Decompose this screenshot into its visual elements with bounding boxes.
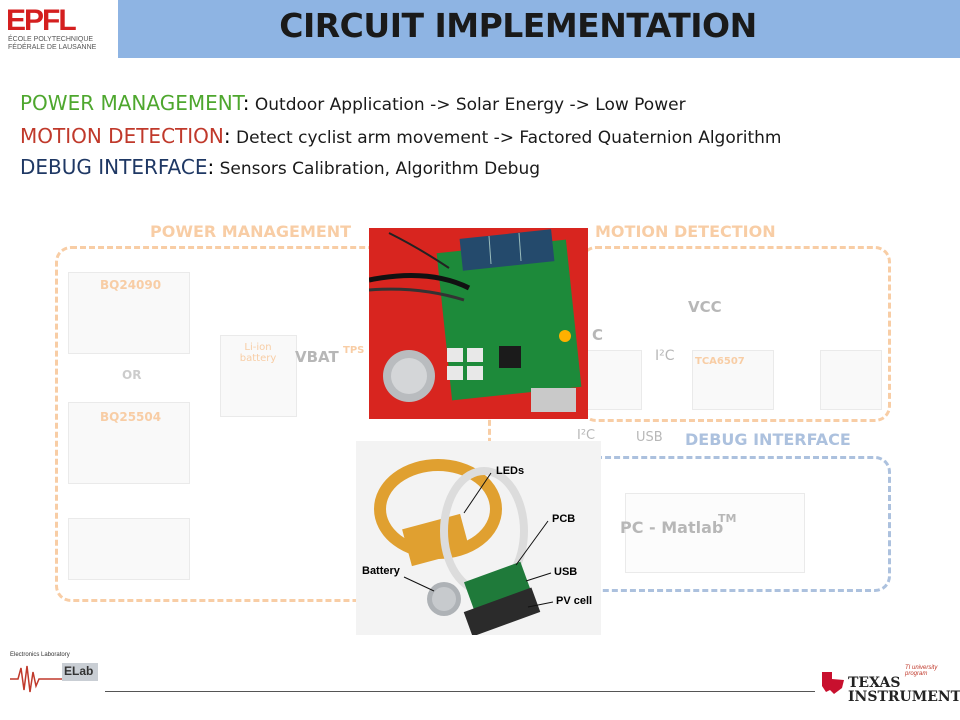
bq25504-label: BQ25504 [100,410,162,424]
sensor-chip [580,350,642,410]
pc-matlab-label: PC - Matlab [620,518,724,537]
device-render-drawing [356,441,601,635]
i2c-label-1: I²C [655,348,675,364]
bullet-debug-key: DEBUG INTERFACE [20,155,208,179]
battery-block [220,335,297,417]
epfl-logo-subtitle: ÉCOLE POLYTECHNIQUE FÉDÉRALE DE LAUSANNE [8,36,96,52]
tca6507-label: TCA6507 [695,356,745,367]
bullet-motion-sep: : [223,124,231,148]
motion-section-title: MOTION DETECTION [595,222,776,241]
elab-caption: Electronics Laboratory [10,652,70,658]
bullet-power: POWER MANAGEMENT: Outdoor Application ->… [20,91,686,115]
pc-matlab-tm: TM [718,512,737,525]
bq25504-chip [68,402,190,484]
or-label: OR [122,368,142,382]
epfl-logo-line-2: FÉDÉRALE DE LAUSANNE [8,44,97,51]
render-label-leds: LEDs [496,465,525,477]
footer-divider [105,691,815,692]
bullet-motion-text: Detect cyclist arm movement -> Factored … [230,128,782,148]
ti-university-caption: TI university program [905,665,938,677]
slide-title: CIRCUIT IMPLEMENTATION [279,6,757,45]
device-render: LEDs PCB Battery USB PV cell [356,441,601,635]
texas-state-icon [822,672,844,694]
tps-label: TPS [343,345,365,356]
power-section-title: POWER MANAGEMENT [150,222,352,241]
epfl-logo-text: EPFL [6,4,77,37]
elab-logo-box [62,663,98,681]
title-bar [118,0,960,58]
debug-section-title: DEBUG INTERFACE [685,430,851,449]
tca6507-chip [692,350,774,410]
pc-matlab-block [625,493,805,573]
bq24090-chip [68,272,190,354]
power-section-box [55,246,491,602]
bullet-debug-sep: : [207,155,215,179]
led-block [820,350,882,410]
board-photo-drawing [369,228,588,419]
render-label-usb: USB [554,566,578,578]
bullet-power-key: POWER MANAGEMENT [20,91,243,115]
board-photo [369,228,588,419]
c-cut-label: C [592,326,604,344]
i2c-label-2: I²C [577,428,596,443]
bullet-power-text: Outdoor Application -> Solar Energy -> L… [249,95,686,115]
epfl-logo-line-1: ÉCOLE POLYTECHNIQUE [8,36,94,43]
usb-label: USB [636,430,663,445]
vbat-label: VBAT [295,348,339,366]
render-label-battery: Battery [362,565,400,577]
bq24090-label: BQ24090 [100,278,162,292]
vcc-label: VCC [688,298,722,316]
epfl-logo [0,0,118,58]
solar-panel-block [68,518,190,580]
elab-logo-text: ELab [64,664,94,678]
bullet-motion: MOTION DETECTION: Detect cyclist arm mov… [20,124,781,148]
bullet-debug-text: Sensors Calibration, Algorithm Debug [214,159,541,179]
render-label-pv-cell: PV cell [556,595,593,607]
bullet-debug: DEBUG INTERFACE: Sensors Calibration, Al… [20,155,540,179]
bullet-motion-key: MOTION DETECTION [20,124,224,148]
ti-logo-text: TEXAS INSTRUMENTS [848,676,960,704]
elab-waveform-icon [10,665,65,693]
bullet-power-sep: : [242,91,250,115]
render-label-pcb: PCB [552,513,576,525]
ti-logo-line-1: TEXAS [848,675,901,691]
battery-label: Li-ion battery [239,342,277,364]
ti-logo-line-2: INSTRUMENTS [848,689,960,705]
